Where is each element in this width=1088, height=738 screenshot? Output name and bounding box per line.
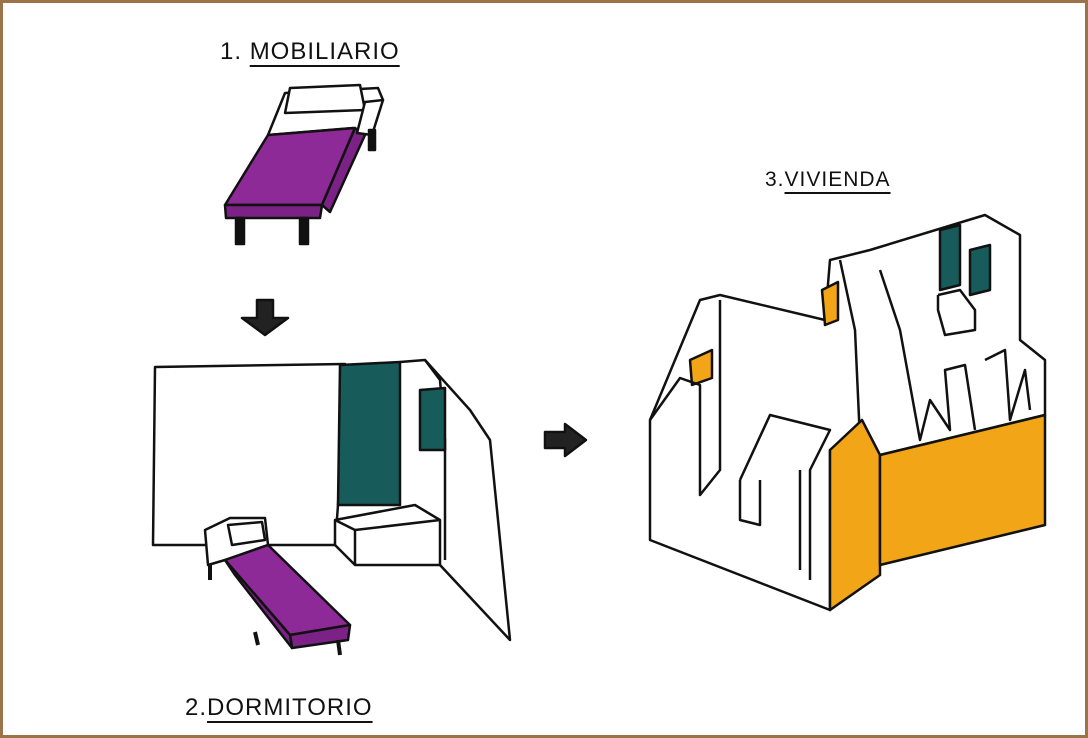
label-dormitorio: 2.DORMITORIO xyxy=(185,694,373,722)
arrow-down-icon xyxy=(240,298,290,337)
dwelling-illustration xyxy=(648,213,1047,612)
step-number: 1. xyxy=(220,38,243,65)
step-title: DORMITORIO xyxy=(207,694,373,721)
step-number: 2. xyxy=(185,694,208,721)
step-title: VIVIENDA xyxy=(784,168,891,191)
arrow-right-icon xyxy=(543,422,588,458)
label-mobiliario: 1. MOBILIARIO xyxy=(220,38,400,66)
label-vivienda: 3.VIVIENDA xyxy=(765,168,891,192)
step-title: MOBILIARIO xyxy=(249,38,400,65)
bedroom-illustration xyxy=(151,358,512,656)
bed-furniture-illustration xyxy=(223,83,385,246)
step-number: 3. xyxy=(765,168,785,191)
